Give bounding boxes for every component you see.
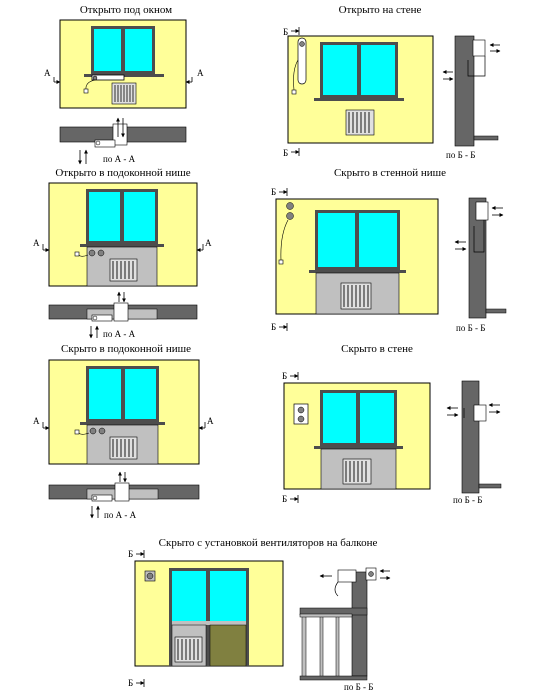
svg-text:А: А xyxy=(44,68,51,78)
svg-text:Б: Б xyxy=(271,187,276,197)
panel-title: Открыто под окном xyxy=(80,4,172,16)
section-label: по А - А xyxy=(103,154,136,164)
svg-text:А: А xyxy=(207,416,214,426)
fan-icon xyxy=(146,572,154,580)
ventilation-grille xyxy=(293,403,309,425)
ventilation-unit xyxy=(297,37,307,85)
vertical-section xyxy=(454,197,507,319)
fan-icon xyxy=(89,427,97,435)
section-mark-bottom: Б xyxy=(283,148,300,158)
vertical-section xyxy=(442,35,501,147)
balcony-door-panel xyxy=(209,624,247,667)
panel-open-in-sill-niche: Открыто в подоконной нише А А xyxy=(33,167,212,339)
radiator xyxy=(345,109,375,136)
svg-text:Б: Б xyxy=(128,549,133,559)
switch-icon xyxy=(291,89,297,95)
window xyxy=(320,390,397,446)
svg-text:А: А xyxy=(33,238,40,248)
cable-line xyxy=(280,219,289,261)
fan-icon xyxy=(88,249,96,257)
section-mark-left: А xyxy=(33,238,50,252)
window xyxy=(91,26,155,74)
window xyxy=(86,366,159,422)
vertical-section xyxy=(299,567,391,681)
section-label: по Б - Б xyxy=(456,323,485,333)
fan-icon xyxy=(97,249,105,257)
fan-icon xyxy=(297,406,305,414)
svg-text:А: А xyxy=(197,68,204,78)
plan-section xyxy=(48,471,200,519)
radiator xyxy=(109,258,138,282)
switch-icon xyxy=(83,88,89,94)
section-mark-left: А xyxy=(33,416,50,430)
balcony-railing xyxy=(299,613,353,678)
section-mark-top: Б xyxy=(128,549,145,559)
plan-section xyxy=(48,291,198,339)
panel-title: Скрыто с установкой вентиляторов на балк… xyxy=(159,537,378,549)
window xyxy=(320,42,398,98)
section-mark-top: Б xyxy=(282,371,299,381)
radiator xyxy=(109,436,138,460)
section-mark-bottom: Б xyxy=(271,322,288,332)
section-mark-bottom: Б xyxy=(128,678,145,688)
window-sill xyxy=(314,98,404,101)
panel-open-under-window: Открыто под окном А xyxy=(44,4,204,165)
panel-title: Открыто в подоконной нише xyxy=(55,167,190,179)
switch-icon xyxy=(74,429,80,435)
plan-section xyxy=(59,117,187,165)
radiator xyxy=(174,636,203,663)
switch-icon xyxy=(278,259,284,265)
panel-title: Скрыто в подоконной нише xyxy=(61,343,191,355)
svg-text:Б: Б xyxy=(282,371,287,381)
cable-line xyxy=(293,59,299,91)
window-sill xyxy=(80,422,165,425)
radiator xyxy=(111,82,137,105)
window xyxy=(86,189,158,244)
panel-hidden-with-balcony-fans: Скрыто с установкой вентиляторов на балк… xyxy=(128,537,391,692)
fan-icon xyxy=(98,427,106,435)
window-sill xyxy=(314,446,403,449)
svg-text:Б: Б xyxy=(128,678,133,688)
window xyxy=(315,210,400,270)
panel-hidden-in-wall: Скрыто в стене Б Б xyxy=(282,343,502,505)
svg-text:Б: Б xyxy=(271,322,276,332)
section-mark-right: А xyxy=(198,416,214,430)
panel-hidden-in-wall-niche: Скрыто в стенной нише Б Б xyxy=(271,167,507,333)
svg-text:А: А xyxy=(205,238,212,248)
fan-icon xyxy=(286,202,294,210)
section-label: по Б - Б xyxy=(446,150,475,160)
radiator xyxy=(340,282,372,310)
section-label: по А - А xyxy=(103,329,136,339)
fan-icon xyxy=(286,212,294,220)
panel-open-on-wall: Открыто на стене Б Б xyxy=(283,4,501,160)
radiator xyxy=(342,458,372,485)
panel-hidden-in-sill-niche: Скрыто в подоконной нише А А xyxy=(33,343,214,520)
svg-text:А: А xyxy=(33,416,40,426)
section-label: по Б - Б xyxy=(453,495,482,505)
fan-icon xyxy=(297,415,305,423)
ventilation-unit xyxy=(91,74,125,81)
fan-icon xyxy=(299,41,305,47)
window-sill xyxy=(309,270,406,273)
switch-icon xyxy=(74,251,80,257)
section-mark-right: А xyxy=(185,68,204,84)
section-label: по Б - Б xyxy=(344,682,373,692)
panel-title: Открыто на стене xyxy=(339,4,422,16)
section-mark-top: Б xyxy=(283,27,300,37)
panel-title: Скрыто в стенной нише xyxy=(334,167,446,179)
section-mark-bottom: Б xyxy=(282,494,299,504)
svg-text:Б: Б xyxy=(283,27,288,37)
section-mark-right: А xyxy=(196,238,212,252)
section-label: по А - А xyxy=(104,510,137,520)
svg-text:Б: Б xyxy=(282,494,287,504)
panel-title: Скрыто в стене xyxy=(341,343,413,355)
section-mark-top: Б xyxy=(271,187,288,197)
window-sill xyxy=(80,244,164,247)
section-mark-left: А xyxy=(44,68,61,84)
vertical-section xyxy=(446,380,502,494)
svg-text:Б: Б xyxy=(283,148,288,158)
fan-icon xyxy=(92,75,98,81)
